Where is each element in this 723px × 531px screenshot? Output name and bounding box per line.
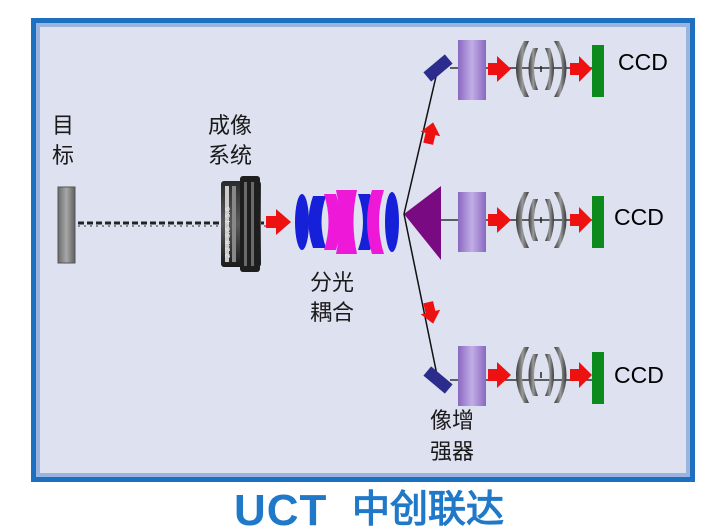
split-label-line1: 分光 xyxy=(310,271,354,296)
ccd-label-bottom: CCD xyxy=(614,362,664,388)
splitting-prism xyxy=(404,186,441,260)
intensifier-label-line2: 强器 xyxy=(430,440,474,465)
branch-bottom: CCD xyxy=(458,346,664,406)
beam-line-upper xyxy=(403,67,439,215)
arrow-diagonal-lower xyxy=(420,301,441,324)
arrow-middle-2 xyxy=(570,207,592,233)
mirror-upper xyxy=(423,54,453,82)
relay-lens-bottom xyxy=(516,347,567,403)
target-plate xyxy=(57,186,76,264)
arrow-top-2 xyxy=(570,56,592,82)
ccd-sensor-top xyxy=(592,45,604,97)
arrow-bottom-2 xyxy=(570,362,592,388)
arrow-lens-to-coupler xyxy=(266,209,291,235)
ccd-sensor-bottom xyxy=(592,352,604,404)
camera-lens xyxy=(221,176,261,272)
brand-logo: UCT 中创联达 xyxy=(234,486,504,531)
branch-middle: CCD xyxy=(458,192,664,252)
ccd-label-middle: CCD xyxy=(614,204,664,230)
split-label-line2: 耦合 xyxy=(310,301,354,326)
ccd-label-top: CCD xyxy=(618,49,668,75)
target-label-line1: 目 xyxy=(52,114,74,139)
coupling-lens-group xyxy=(295,190,399,254)
imaging-label-line2: 系统 xyxy=(208,144,252,169)
relay-lens-middle xyxy=(516,192,567,248)
intensifier-top xyxy=(458,40,486,100)
target-label-line2: 标 xyxy=(52,144,74,169)
lens-markings: 2 2.8 3.6 4 5.6 xyxy=(224,206,232,258)
intensifier-middle xyxy=(458,192,486,252)
arrow-top-1 xyxy=(488,56,511,82)
brand-chinese: 中创联达 xyxy=(352,487,504,531)
branch-top: CCD xyxy=(458,40,668,100)
intensifier-label-line1: 像增 xyxy=(430,409,474,434)
ccd-sensor-middle xyxy=(592,196,604,248)
relay-lens-top xyxy=(516,41,567,97)
brand-latin: UCT xyxy=(234,486,327,531)
imaging-label-line1: 成像 xyxy=(208,114,252,139)
mirror-lower xyxy=(423,366,453,394)
arrow-diagonal-upper xyxy=(420,122,441,145)
arrow-middle-1 xyxy=(488,207,511,233)
beam-line-lower xyxy=(403,213,439,381)
arrow-bottom-1 xyxy=(488,362,511,388)
intensifier-bottom xyxy=(458,346,486,406)
